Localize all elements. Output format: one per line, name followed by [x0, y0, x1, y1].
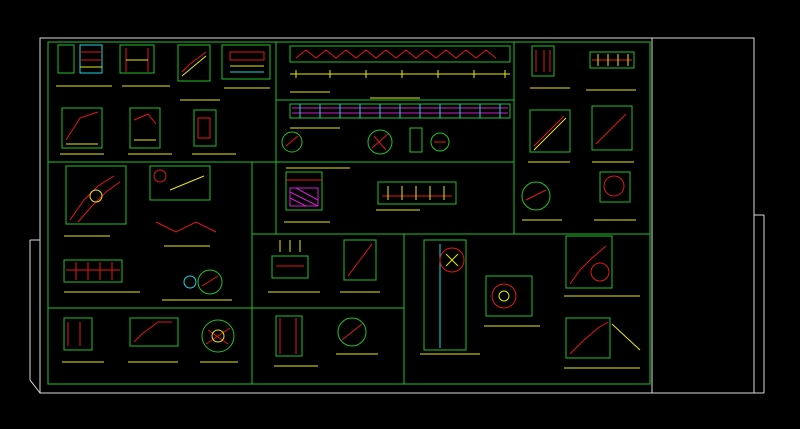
- panel-center-section: [284, 167, 457, 223]
- panel-right-stairs: [521, 45, 636, 221]
- panel-middle-left-spiral: [63, 165, 232, 301]
- panel-top-left-details: [56, 44, 271, 155]
- panel-stringer-details: [268, 239, 380, 293]
- panel-bottom-center-details: [274, 315, 378, 367]
- panel-top-middle-elevation: [281, 45, 511, 155]
- sheet-frame: [29, 37, 765, 394]
- panel-bottom-left-details: [62, 317, 238, 363]
- panel-grid: [47, 41, 651, 385]
- panel-bottom-right-spiral: [420, 235, 641, 369]
